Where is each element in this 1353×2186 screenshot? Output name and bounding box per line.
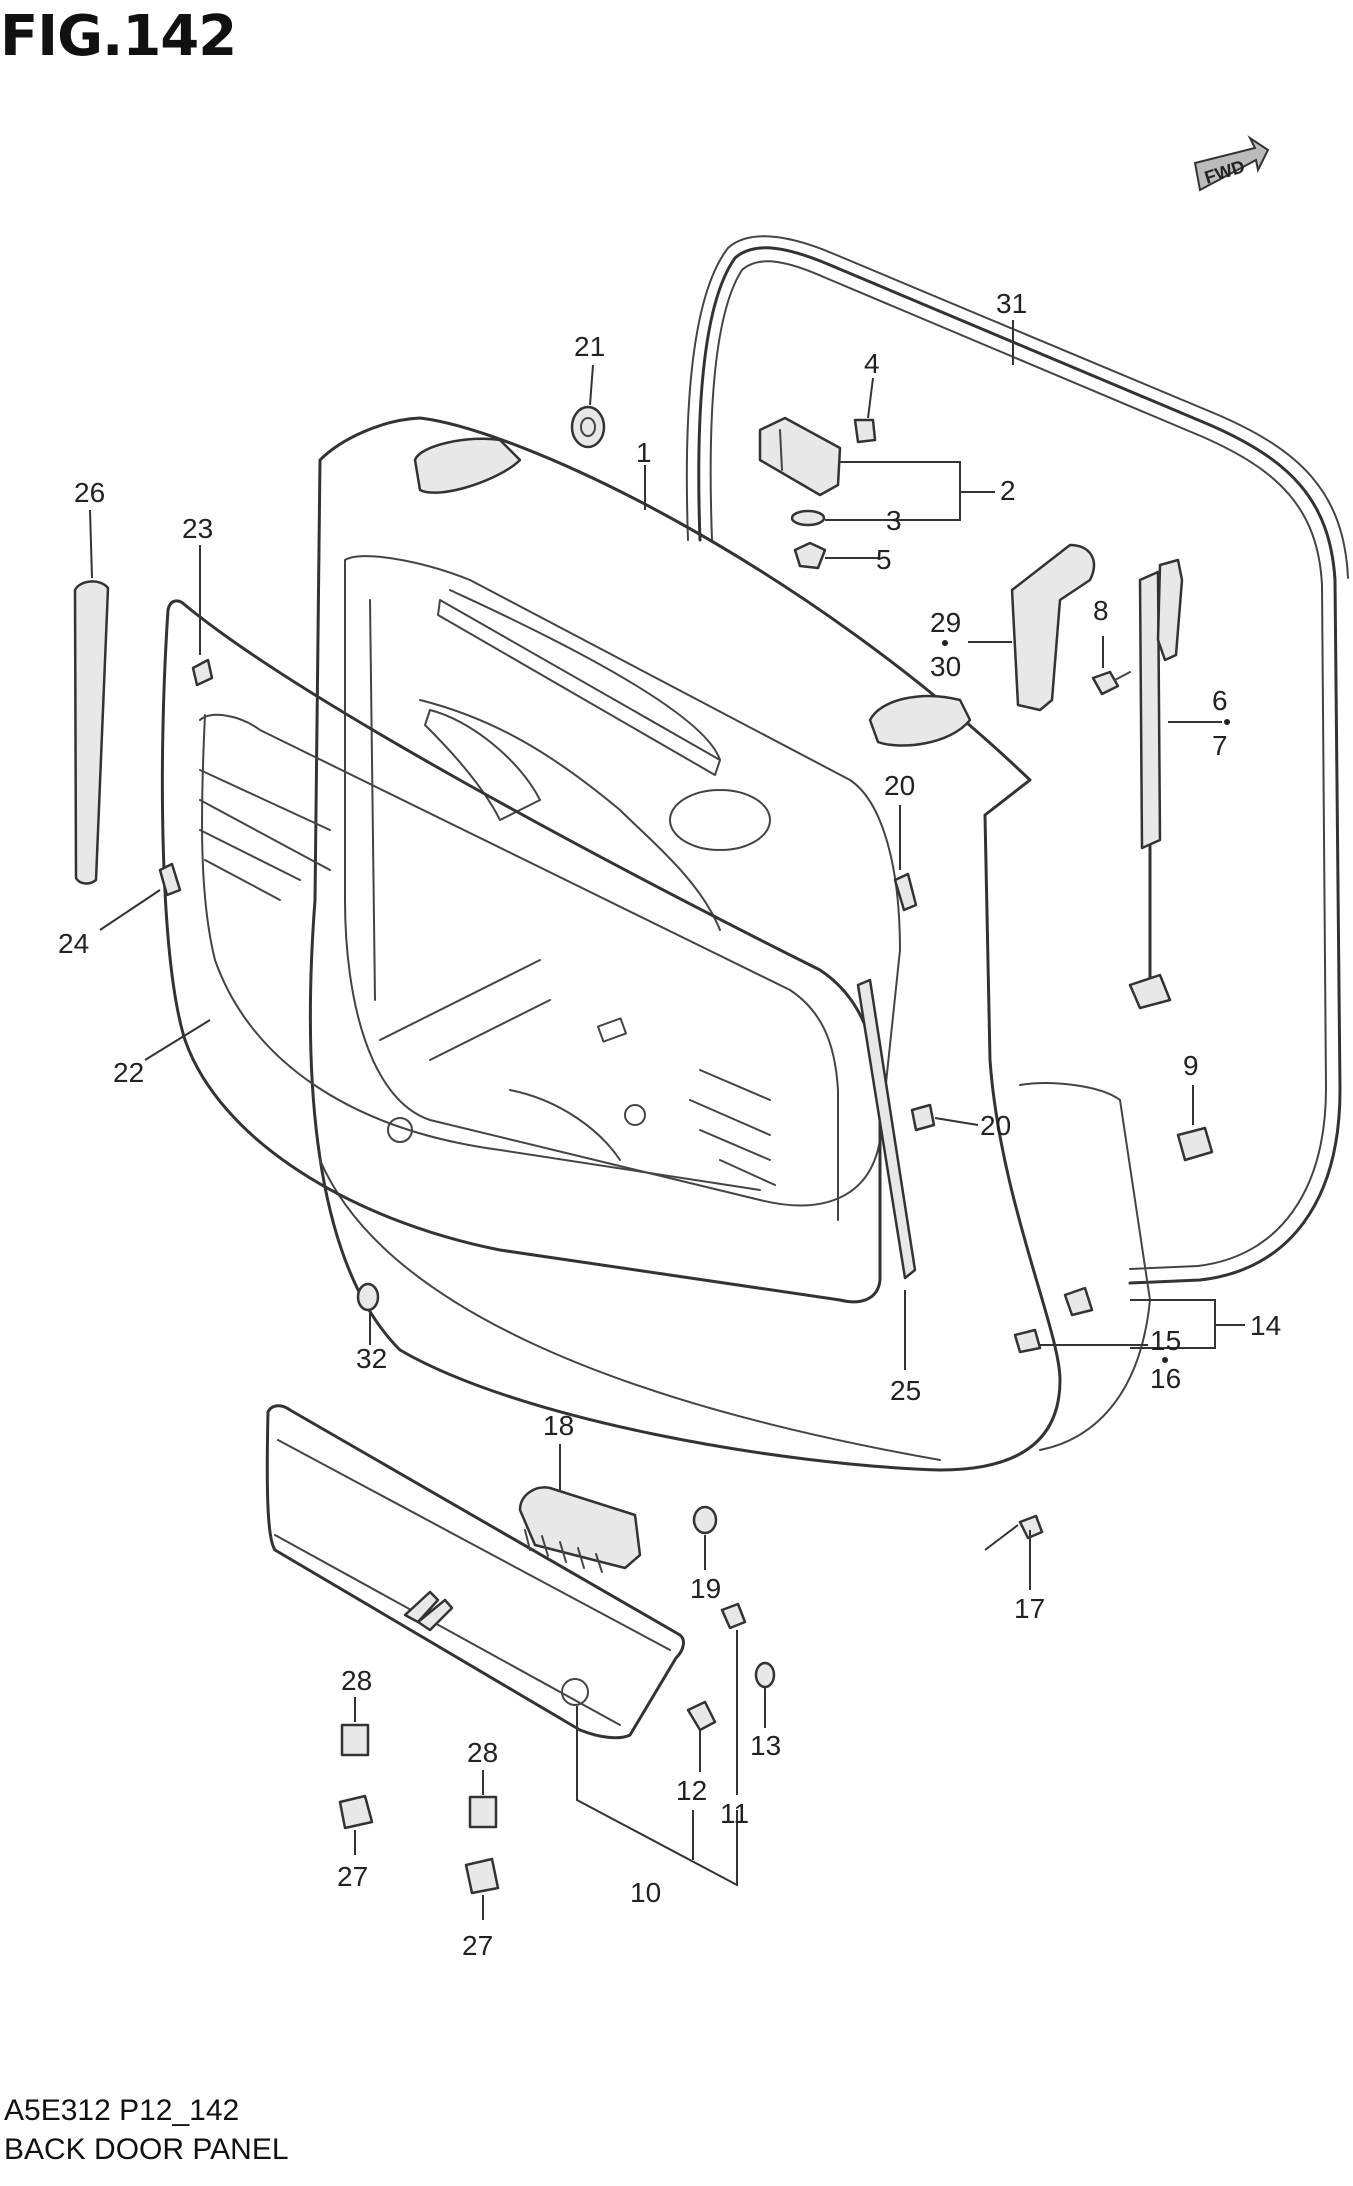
callout-26: 26 [74,477,105,508]
callout-4: 4 [864,348,880,379]
callout-23: 23 [182,513,213,544]
clip-20-top [893,872,918,912]
fwd-arrow-icon: FWD [1193,135,1270,192]
callout-1: 1 [636,437,652,468]
clip-14 [1063,1286,1094,1317]
screw-11 [720,1602,747,1630]
side-moulding-left [73,580,110,885]
clip-23 [191,658,214,687]
tape-28-right [468,1795,498,1829]
callout-6: 6 [1212,685,1228,716]
clip-27-right [464,1857,500,1895]
callout-18: 18 [543,1410,574,1441]
hinge-2 [758,416,877,570]
dot-29-30 [942,640,948,646]
leader-lines [89,320,1245,1920]
callout-14: 14 [1250,1310,1281,1341]
callout-20-top: 20 [884,770,915,801]
back-door-garnish [265,1404,685,1740]
back-door-glass [160,599,882,1304]
callout-9: 9 [1183,1050,1199,1081]
callout-29: 29 [930,607,961,638]
weatherstrip-seal [685,235,1349,1285]
callout-28-right: 28 [467,1737,498,1768]
callout-20-bottom: 20 [980,1110,1011,1141]
callouts: 1 2 3 4 5 6 7 8 9 10 11 12 13 14 15 16 1… [58,288,1281,1961]
tape-28-left [340,1723,370,1757]
callout-11: 11 [720,1798,749,1829]
plug-32 [356,1282,380,1312]
callout-12: 12 [676,1775,707,1806]
callout-24: 24 [58,928,89,959]
callout-2: 2 [1000,475,1016,506]
callout-7: 7 [1212,730,1228,761]
callout-8: 8 [1093,595,1109,626]
dot-15-16 [1162,1357,1168,1363]
callout-21: 21 [574,331,605,362]
callout-15: 15 [1150,1325,1181,1356]
callout-25: 25 [890,1375,921,1406]
callout-22: 22 [113,1057,144,1088]
callout-10: 10 [630,1877,661,1908]
clip-19 [692,1505,718,1535]
callout-30: 30 [930,651,961,682]
clip-13 [754,1661,776,1689]
figure-code: A5E312 P12_142 [4,2094,240,2127]
side-moulding-right [856,978,917,1280]
figure-caption: BACK DOOR PANEL [4,2133,289,2166]
callout-17: 17 [1014,1593,1045,1624]
callout-32: 32 [356,1343,387,1374]
clip-15-16 [1013,1328,1042,1354]
callout-19: 19 [690,1573,721,1604]
callout-5: 5 [876,544,892,575]
callout-31: 31 [996,288,1027,319]
bolt-8-shank [1114,671,1131,681]
callout-28-left: 28 [341,1665,372,1696]
nut-12 [686,1700,717,1732]
callout-27-right: 27 [462,1930,493,1961]
hinge-bracket [1010,543,1096,712]
clip-17 [1018,1514,1044,1540]
figure-title: FIG.142 [0,4,237,69]
dot-6-7 [1224,719,1230,725]
callout-3: 3 [886,505,902,536]
bolt-8 [1091,670,1120,696]
bumper-9 [1176,1126,1214,1162]
clip-27-left [338,1794,374,1830]
back-door-panel [308,416,1151,1472]
license-lamp-18 [518,1486,642,1573]
grommet-21 [570,405,606,449]
callout-16: 16 [1150,1363,1181,1394]
gas-strut [1128,558,1184,1010]
clip-20-bottom [910,1103,936,1132]
callout-27-left: 27 [337,1861,368,1892]
clip-24 [158,862,182,897]
callout-13: 13 [750,1730,781,1761]
